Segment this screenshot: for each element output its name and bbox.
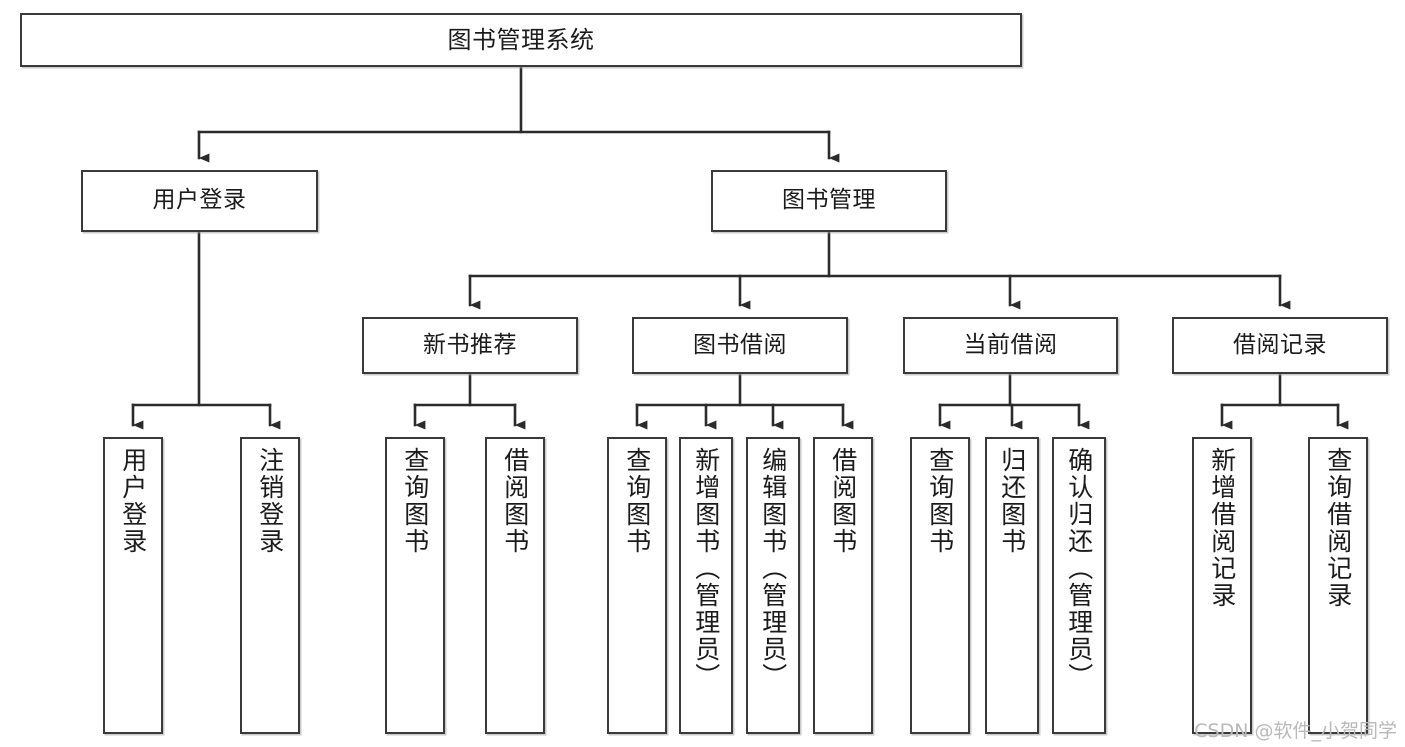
node-user-login-label: 用户登录 [152,187,247,214]
node-leaf-user-login[interactable]: 用户登录 [103,437,163,734]
node-book-borrow-label: 图书借阅 [693,331,787,358]
node-leaf-borrow-book-2-label: 借阅图书 [828,447,858,555]
node-leaf-borrow-book-1-label: 借阅图书 [500,447,530,555]
node-borrow-record-label: 借阅记录 [1233,331,1327,358]
node-leaf-borrow-book-1[interactable]: 借阅图书 [485,437,545,734]
node-current-borrow-label: 当前借阅 [963,331,1058,358]
node-leaf-borrow-book-2[interactable]: 借阅图书 [813,437,873,734]
node-leaf-return-book[interactable]: 归还图书 [985,437,1039,734]
node-root[interactable]: 图书管理系统 [20,13,1022,67]
node-leaf-add-book[interactable]: 新增图书（管理员） [679,437,733,734]
node-leaf-confirm-return-label: 确认归还（管理员） [1064,447,1094,690]
node-leaf-logout-label: 注销登录 [255,447,285,555]
node-new-book-rec-label: 新书推荐 [423,331,517,358]
node-leaf-add-record[interactable]: 新增借阅记录 [1192,437,1252,734]
node-book-manage-label: 图书管理 [782,187,876,214]
node-leaf-query-book-1[interactable]: 查询图书 [385,437,445,734]
node-leaf-query-record-label: 查询借阅记录 [1323,447,1353,609]
node-leaf-add-record-label: 新增借阅记录 [1207,447,1237,609]
node-leaf-query-book-1-label: 查询图书 [400,447,430,555]
node-book-manage[interactable]: 图书管理 [711,170,947,232]
node-leaf-user-login-label: 用户登录 [118,447,148,555]
node-leaf-query-record[interactable]: 查询借阅记录 [1308,437,1368,734]
node-leaf-add-book-label: 新增图书（管理员） [691,447,721,690]
node-leaf-query-book-2[interactable]: 查询图书 [607,437,667,734]
node-leaf-return-book-label: 归还图书 [997,447,1027,555]
node-leaf-logout[interactable]: 注销登录 [240,437,300,734]
csdn-watermark: CSDN @软件_小贺同学 [1194,720,1397,742]
node-user-login[interactable]: 用户登录 [81,170,318,232]
node-root-label: 图书管理系统 [447,25,595,54]
node-book-borrow[interactable]: 图书借阅 [632,317,848,374]
node-new-book-rec[interactable]: 新书推荐 [362,317,578,374]
node-leaf-query-book-2-label: 查询图书 [622,447,652,555]
node-leaf-query-book-3[interactable]: 查询图书 [910,437,970,734]
node-leaf-edit-book[interactable]: 编辑图书（管理员） [746,437,800,734]
node-leaf-query-book-3-label: 查询图书 [925,447,955,555]
node-current-borrow[interactable]: 当前借阅 [903,317,1118,374]
node-borrow-record[interactable]: 借阅记录 [1172,317,1388,374]
node-leaf-edit-book-label: 编辑图书（管理员） [758,447,788,690]
node-leaf-confirm-return[interactable]: 确认归还（管理员） [1052,437,1106,734]
